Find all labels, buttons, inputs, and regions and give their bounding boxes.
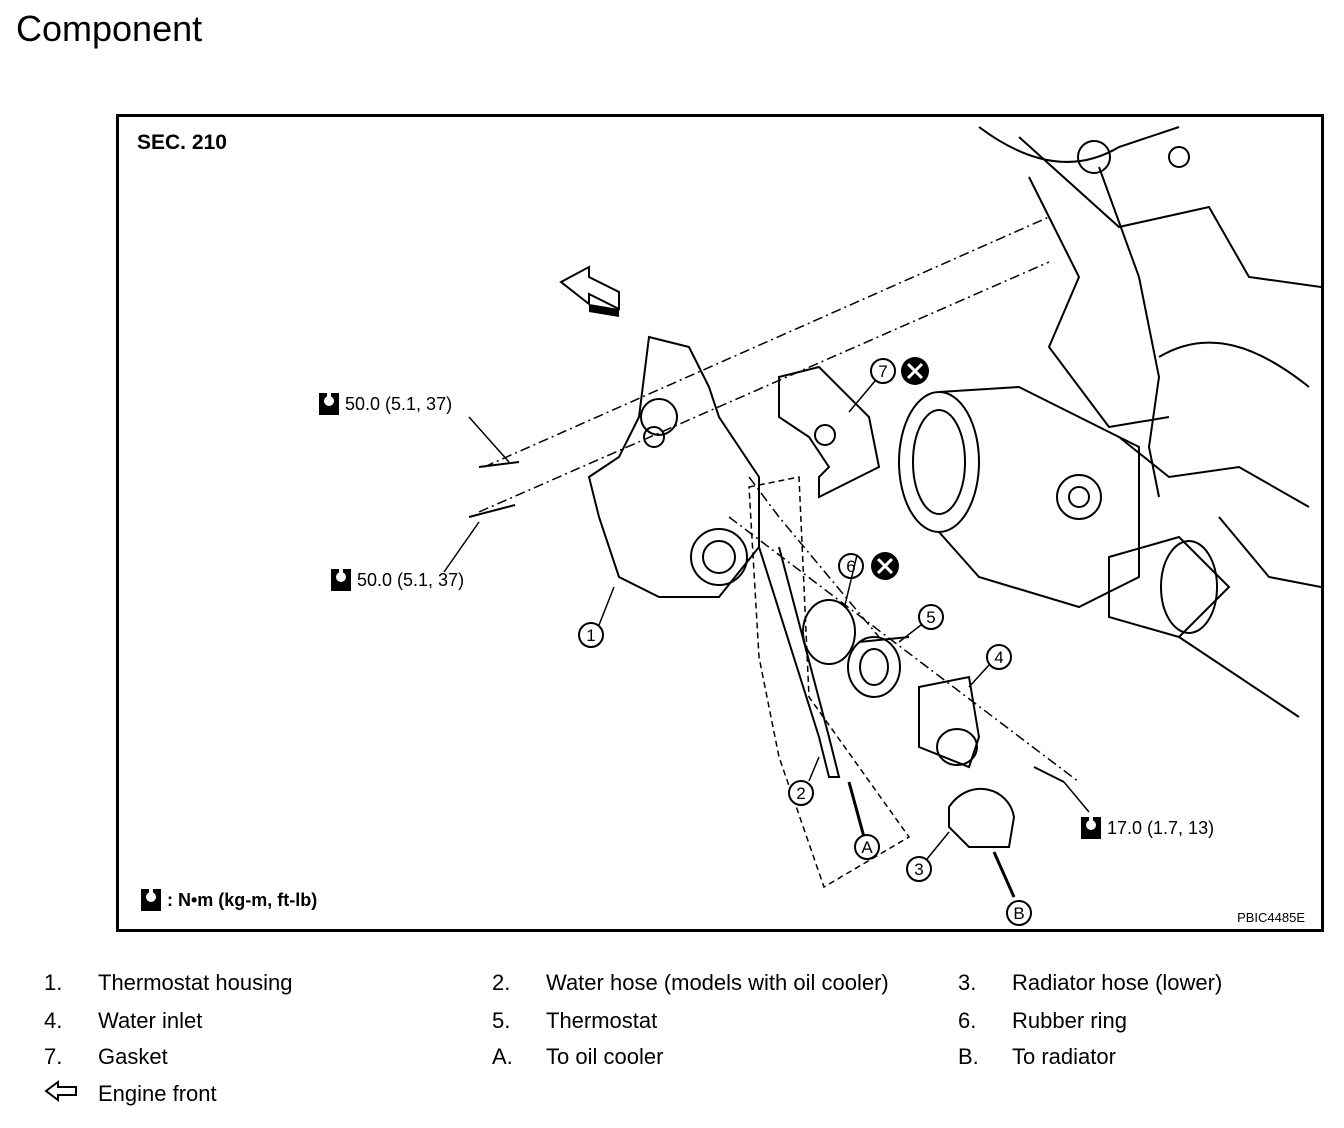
- torque-wrench-icon: [1081, 817, 1101, 839]
- rubber-ring-drawing: [802, 599, 856, 665]
- legend-item: 2.Water hose (models with oil cooler): [492, 970, 889, 995]
- svg-text:6: 6: [846, 557, 855, 576]
- component-diagram: 1 2 3 4 5 6 7 A B: [116, 114, 1324, 932]
- legend-item: 4.Water inlet: [44, 1008, 203, 1033]
- svg-text:3: 3: [914, 860, 923, 879]
- ac-compressor-drawing: [898, 385, 1140, 609]
- svg-text:1: 1: [586, 626, 595, 645]
- legend-item: 1.Thermostat housing: [44, 970, 293, 995]
- callout-1: 1: [578, 622, 604, 648]
- do-not-reuse-marks: [871, 357, 929, 580]
- callout-2: 2: [788, 780, 814, 806]
- thermostat-housing-drawing: [587, 335, 760, 598]
- legend-item: B.To radiator: [958, 1044, 1116, 1069]
- engine-block-drawing: [978, 126, 1321, 718]
- torque-wrench-icon: [141, 889, 161, 911]
- torque-value: 50.0 (5.1, 37): [345, 393, 453, 414]
- legend-item: 6.Rubber ring: [958, 1008, 1127, 1033]
- torque-spec-3: 17.0 (1.7, 13): [1081, 817, 1214, 839]
- callout-3: 3: [906, 856, 932, 882]
- callout-5: 5: [918, 604, 944, 630]
- torque-spec-2: 50.0 (5.1, 37): [331, 569, 464, 591]
- callout-6: 6: [838, 553, 864, 579]
- callout-7: 7: [870, 358, 896, 384]
- section-label: SEC. 210: [137, 131, 227, 154]
- legend-item: 5.Thermostat: [492, 1008, 658, 1033]
- thermostat-drawing: [847, 636, 910, 698]
- engine-front-arrow-icon: [44, 1080, 98, 1108]
- legend-item: A.To oil cooler: [492, 1044, 664, 1069]
- torque-spec-1: 50.0 (5.1, 37): [319, 393, 452, 415]
- torque-value: 50.0 (5.1, 37): [357, 569, 465, 590]
- torque-value: 17.0 (1.7, 13): [1107, 817, 1215, 838]
- svg-text:4: 4: [994, 648, 1003, 667]
- radiator-hose-drawing: [948, 788, 1016, 848]
- water-hose-drawing: [758, 546, 841, 778]
- callout-4: 4: [986, 644, 1012, 670]
- svg-text:B: B: [1013, 904, 1024, 923]
- exploded-view-drawing: 1 2 3 4 5 6 7 A B: [443, 126, 1321, 926]
- oil-filter-drawing: [1108, 535, 1231, 639]
- water-inlet-drawing: [918, 675, 981, 769]
- callout-A: A: [854, 834, 880, 860]
- svg-text:A: A: [861, 838, 873, 857]
- torque-wrench-icon: [319, 393, 339, 415]
- figure-code: PBIC4485E: [1237, 910, 1305, 925]
- gasket-drawing: [778, 365, 881, 499]
- engine-front-legend: Engine front: [44, 1080, 217, 1108]
- torque-unit-legend: : N•m (kg-m, ft-lb): [141, 889, 317, 911]
- engine-front-arrow-drawing: [559, 265, 620, 317]
- callout-B: B: [1006, 900, 1032, 926]
- legend-item: 7.Gasket: [44, 1044, 168, 1069]
- svg-text:7: 7: [878, 362, 887, 381]
- legend-item: 3.Radiator hose (lower): [958, 970, 1223, 995]
- parts-legend: 1.Thermostat housing 2.Water hose (model…: [0, 964, 1344, 1124]
- svg-text:5: 5: [926, 608, 935, 627]
- torque-wrench-icon: [331, 569, 351, 591]
- page-title: Component: [16, 8, 203, 49]
- engine-front-label: Engine front: [98, 1081, 217, 1106]
- svg-text:2: 2: [796, 784, 805, 803]
- unit-label: : N•m (kg-m, ft-lb): [167, 889, 318, 910]
